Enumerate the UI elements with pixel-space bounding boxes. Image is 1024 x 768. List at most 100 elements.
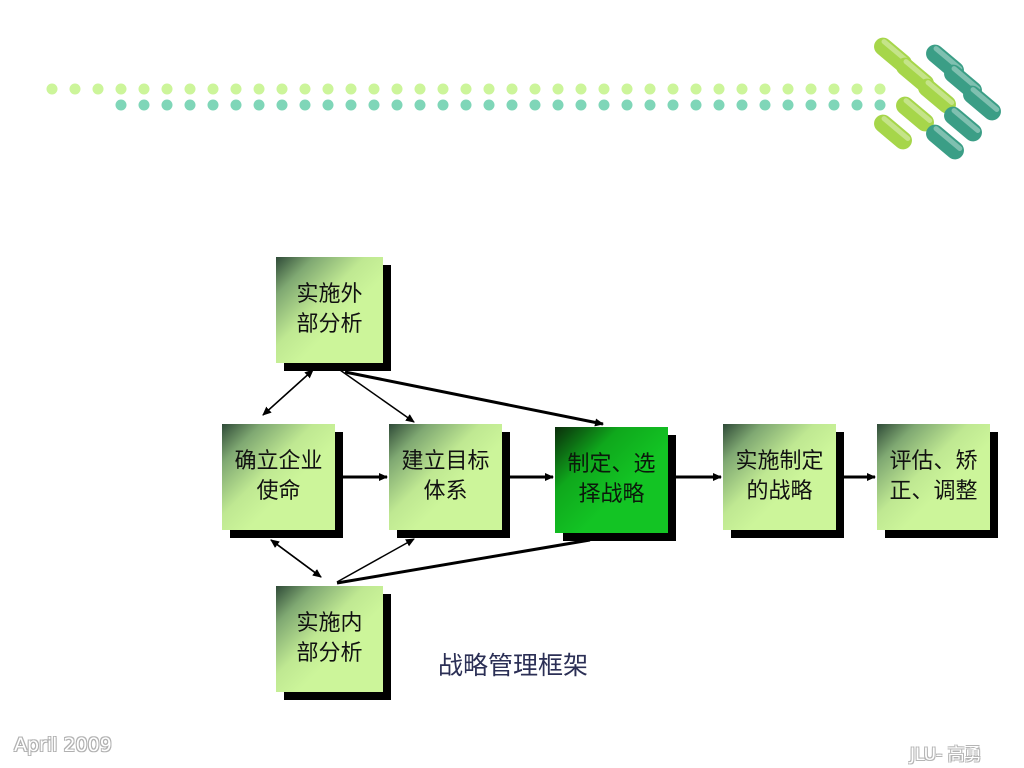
decor-capsule-teal	[944, 106, 982, 142]
node-internal-analysis-label: 实施内 部分析	[296, 611, 363, 666]
diagram-caption: 战略管理框架	[438, 651, 589, 680]
footer-date: April 2009	[14, 734, 112, 756]
decor-dot-light	[230, 83, 242, 95]
decor-dot-light	[414, 83, 426, 95]
decor-dot-light	[782, 83, 794, 95]
decor-dot-teal	[713, 99, 725, 111]
decor-dot-teal	[759, 99, 771, 111]
decor-dot-teal	[506, 99, 518, 111]
decor-dot-teal	[437, 99, 449, 111]
decor-dot-teal	[529, 99, 541, 111]
node-implementation-label: 实施制定 的战略	[735, 449, 824, 504]
decor-dot-light	[46, 83, 58, 95]
node-external-analysis-label: 实施外 部分析	[296, 282, 363, 337]
decor-capsule-lime	[874, 114, 912, 150]
decor-dot-light	[92, 83, 104, 95]
connector-internal-strategy	[336, 538, 591, 585]
decor-dot-light	[644, 83, 656, 95]
decor-dot-light	[575, 83, 587, 95]
decor-dot-teal	[621, 99, 633, 111]
decor-dot-teal	[851, 99, 863, 111]
decor-dot-teal	[115, 99, 127, 111]
header-decoration	[46, 37, 1001, 160]
decor-dot-teal	[345, 99, 357, 111]
decor-dot-teal	[322, 99, 334, 111]
decor-dot-teal	[598, 99, 610, 111]
decor-dot-light	[184, 83, 196, 95]
decor-dot-teal	[460, 99, 472, 111]
node-implementation: 实施制定 的战略	[723, 424, 836, 530]
decor-dot-light	[161, 83, 173, 95]
decor-dot-teal	[161, 99, 173, 111]
decor-dot-light	[736, 83, 748, 95]
decor-dot-light	[713, 83, 725, 95]
connector-mission-external	[262, 369, 314, 416]
node-external-analysis: 实施外 部分析	[276, 257, 383, 363]
decor-dot-light	[621, 83, 633, 95]
decor-dot-teal	[391, 99, 403, 111]
decor-dot-light	[437, 83, 449, 95]
decor-capsule-lime	[896, 96, 934, 132]
decor-dot-light	[345, 83, 357, 95]
decor-capsule-teal	[926, 124, 964, 160]
decor-dot-teal	[207, 99, 219, 111]
node-internal-analysis: 实施内 部分析	[276, 586, 383, 692]
node-evaluation-label: 评估、矫 正、调整	[889, 449, 978, 504]
node-evaluation: 评估、矫 正、调整	[877, 424, 990, 530]
decor-dot-light	[506, 83, 518, 95]
decor-dot-light	[529, 83, 541, 95]
decor-dot-teal	[552, 99, 564, 111]
decor-dot-light	[69, 83, 81, 95]
connector-external-goals	[339, 369, 415, 423]
decor-dot-teal	[368, 99, 380, 111]
decor-dot-teal	[644, 99, 656, 111]
node-goal-system: 建立目标 体系	[389, 424, 502, 530]
decor-dot-teal	[138, 99, 150, 111]
decor-dot-light	[460, 83, 472, 95]
connector-external-strategy	[344, 370, 604, 427]
decor-dot-light	[552, 83, 564, 95]
decor-dot-light	[805, 83, 817, 95]
decor-dot-light	[667, 83, 679, 95]
decor-dot-light	[483, 83, 495, 95]
decor-dot-light	[368, 83, 380, 95]
decor-dot-teal	[874, 99, 886, 111]
node-strategy-selection: 制定、选 择战略	[555, 427, 668, 533]
decor-dot-light	[690, 83, 702, 95]
decor-dot-teal	[276, 99, 288, 111]
decor-dot-teal	[828, 99, 840, 111]
decor-dot-teal	[690, 99, 702, 111]
decor-capsule-teal	[963, 85, 1001, 121]
decor-dot-light	[115, 83, 127, 95]
decor-dot-light	[138, 83, 150, 95]
node-mission: 确立企业 使命	[222, 424, 335, 530]
decor-dot-teal	[805, 99, 817, 111]
decor-dot-teal	[575, 99, 587, 111]
decor-dot-light	[276, 83, 288, 95]
node-goal-system-label: 建立目标 体系	[401, 449, 490, 504]
decor-dot-teal	[782, 99, 794, 111]
decor-capsule-lime	[918, 78, 956, 114]
decor-dot-light	[299, 83, 311, 95]
decor-dot-light	[207, 83, 219, 95]
connector-internal-mission	[270, 539, 322, 578]
decor-dot-teal	[230, 99, 242, 111]
decor-dot-teal	[253, 99, 265, 111]
node-mission-label: 确立企业 使命	[234, 449, 323, 504]
connector-internal-goals	[336, 538, 415, 583]
decor-dot-teal	[299, 99, 311, 111]
decor-dot-light	[322, 83, 334, 95]
decor-dot-light	[874, 83, 886, 95]
decor-dot-teal	[667, 99, 679, 111]
decor-dot-light	[851, 83, 863, 95]
decor-dot-teal	[414, 99, 426, 111]
decor-dot-teal	[184, 99, 196, 111]
decor-dot-teal	[483, 99, 495, 111]
decor-dot-light	[598, 83, 610, 95]
footer-author: JLU- 高勇	[910, 745, 982, 765]
decor-dot-light	[391, 83, 403, 95]
node-strategy-selection-label: 制定、选 择战略	[567, 452, 656, 507]
decor-dot-light	[759, 83, 771, 95]
decor-dot-teal	[736, 99, 748, 111]
